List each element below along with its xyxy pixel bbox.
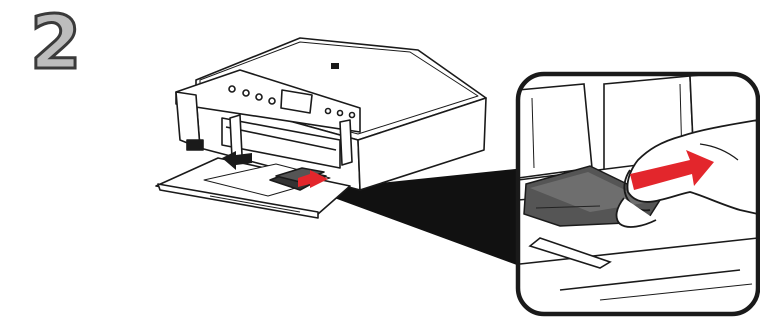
callout-wedge (318, 168, 525, 268)
canon-logo-icon (331, 63, 339, 69)
printer-icon (155, 37, 487, 219)
zoom-detail (518, 74, 758, 314)
operation-panel (175, 69, 361, 133)
step-number: 2 (29, 0, 83, 86)
push-arrow (630, 150, 714, 190)
zoom-frame (515, 71, 760, 317)
lcd-screen (280, 89, 313, 114)
paper-insert-arrow (222, 151, 252, 170)
printer-side (357, 97, 487, 191)
guide-slide-arrow (298, 170, 328, 188)
